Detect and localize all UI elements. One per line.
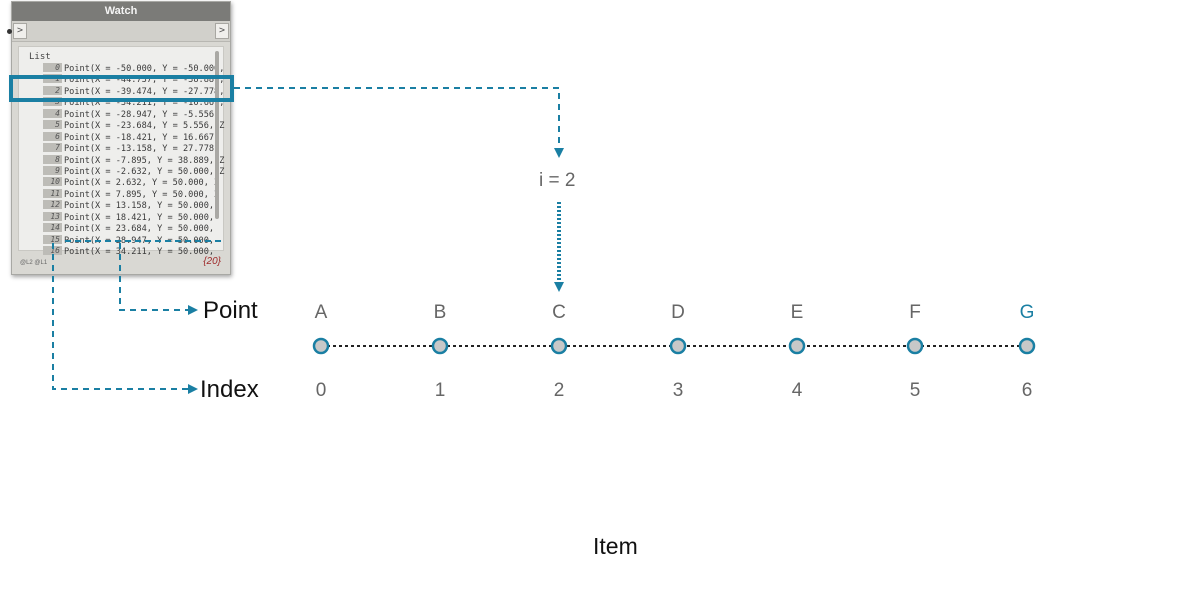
point-letter-d: D (671, 302, 685, 323)
list-item-index: 11 (43, 188, 62, 198)
point-index-6: 6 (1021, 380, 1033, 401)
list-item-value: Point(X = -13.158, Y = 27.778, (64, 144, 220, 155)
list-item-index: 16 (43, 246, 62, 255)
i-equals-label: i = 2 (539, 170, 576, 191)
list-item-value: Point(X = -28.947, Y = -5.556, (64, 109, 220, 120)
input-port[interactable]: > (13, 23, 27, 39)
output-port[interactable]: > (215, 23, 229, 39)
list-item-index: 10 (43, 177, 62, 187)
selected-row-highlight (9, 75, 234, 102)
index-label: Index (200, 376, 259, 403)
list-item-value: Point(X = 7.895, Y = 50.000, Z (64, 189, 220, 200)
point-index-0: 0 (315, 380, 327, 401)
point-index-4: 4 (791, 380, 803, 401)
point-node-b (431, 337, 449, 355)
list-item-value: Point(X = 2.632, Y = 50.000, Z (64, 178, 220, 189)
list-item-value: Point(X = -50.000, Y = -50.000, (64, 64, 225, 74)
list-item-value: Point(X = -44.737, Y = -38.889, (64, 75, 225, 86)
point-letter-f: F (909, 302, 921, 323)
list-item-value: Point(X = -39.474, Y = -27.778, (64, 86, 225, 97)
port-bar: > > (12, 21, 230, 42)
watch-footer: @L2 @L1 {20} (12, 252, 230, 274)
list-item-value: Point(X = -7.895, Y = 38.889, Z (64, 155, 225, 166)
list-item-value: Point(X = -34.211, Y = -16.667, (64, 98, 225, 109)
list-item-value: Point(X = -23.684, Y = 5.556, Z (64, 121, 225, 132)
arrow-highlight-to-i (234, 87, 564, 158)
list-item-index: 0 (43, 63, 62, 72)
point-index-2: 2 (553, 380, 565, 401)
item-label: Item (593, 533, 638, 559)
point-node-d (669, 337, 687, 355)
point-letter-e: E (790, 302, 804, 323)
item-count: {20} (203, 256, 221, 267)
list-item-index: 8 (43, 154, 62, 164)
arrow-to-index (52, 243, 198, 394)
list-item-value: Point(X = 34.211, Y = 50.000, (64, 247, 215, 257)
list-item-index: 5 (43, 120, 62, 130)
point-index-3: 3 (672, 380, 684, 401)
point-node-a (312, 337, 330, 355)
point-label: Point (203, 297, 258, 324)
point-index-1: 1 (434, 380, 446, 401)
list-levels: @L2 @L1 (20, 260, 48, 266)
list-header: List (29, 52, 51, 62)
point-letter-a: A (314, 302, 328, 323)
point-index-5: 5 (909, 380, 921, 401)
scrollbar[interactable] (215, 51, 219, 219)
list-item-index: 2 (43, 85, 62, 95)
point-nodes (312, 337, 1036, 355)
connector-dot-icon (7, 29, 12, 34)
list-item-index: 15 (43, 234, 62, 244)
list-item-value: Point(X = 23.684, Y = 50.000, (64, 224, 215, 235)
list-item-value: Point(X = -18.421, Y = 16.667, (64, 132, 220, 143)
point-letter-c: C (552, 302, 566, 323)
list-item-value: Point(X = -2.632, Y = 50.000, Z (64, 166, 225, 177)
point-node-e (788, 337, 806, 355)
watch-title: Watch (12, 2, 230, 21)
arrow-to-point (119, 243, 198, 315)
point-letter-b: B (433, 302, 447, 323)
list-item-index: 6 (43, 131, 62, 141)
point-node-g (1018, 337, 1036, 355)
list-item-index: 9 (43, 165, 62, 175)
list-item-value: Point(X = 18.421, Y = 50.000, (64, 212, 215, 223)
point-node-c (550, 337, 568, 355)
list-item-index: 4 (43, 108, 62, 118)
point-letter-g: G (1019, 302, 1035, 323)
list-item-index: 7 (43, 143, 62, 153)
point-node-f (906, 337, 924, 355)
list-item-index: 14 (43, 223, 62, 233)
list-item-index: 12 (43, 200, 62, 210)
list-item-value: Point(X = 13.158, Y = 50.000, (64, 201, 215, 212)
list-item-index: 13 (43, 211, 62, 221)
